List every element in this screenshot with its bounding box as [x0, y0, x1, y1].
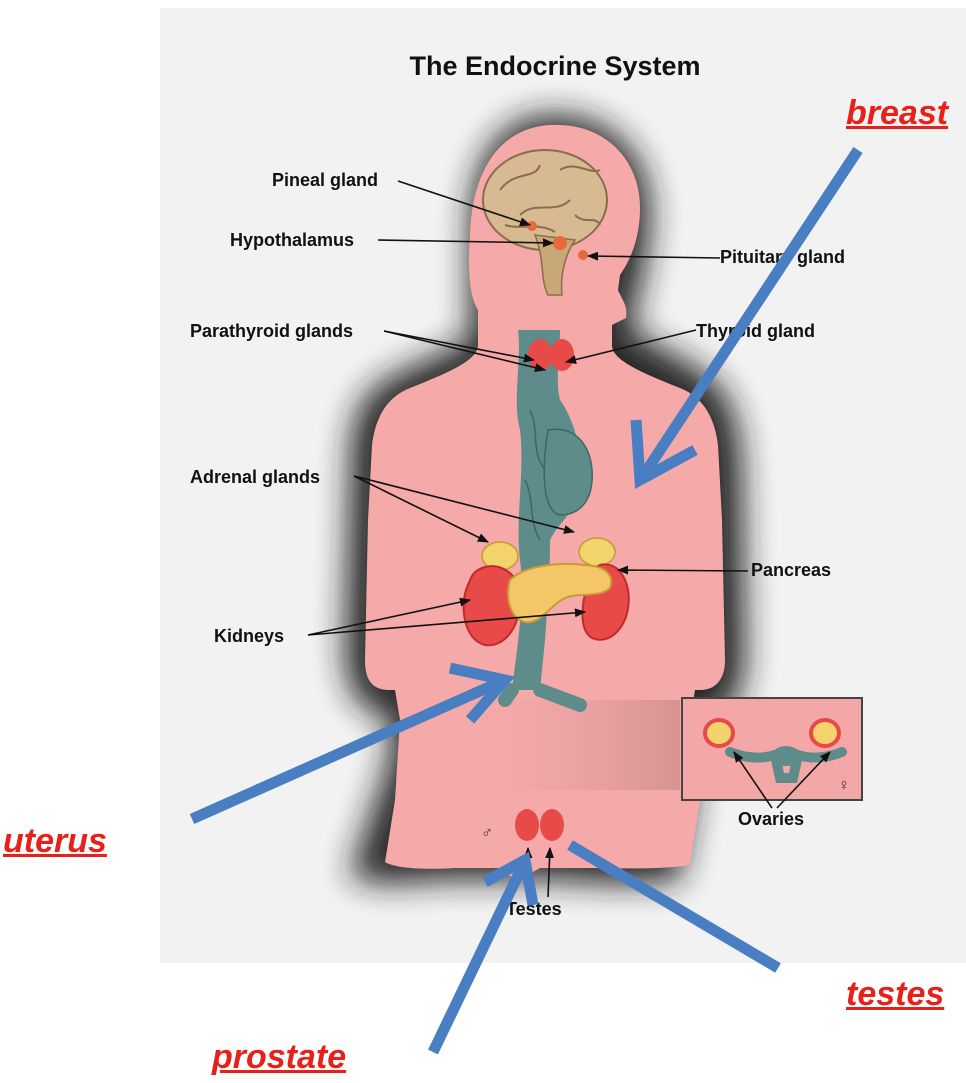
kidneys-label: Kidneys [214, 626, 284, 646]
breast-arrow [636, 150, 858, 480]
uterus-annotation: uterus [3, 824, 107, 858]
breast-annotation: breast [846, 96, 948, 130]
prostate-arrow [433, 860, 533, 1052]
adrenal-right [579, 538, 615, 566]
pineal-gland-label: Pineal gland [272, 170, 378, 190]
testes-annotation: testes [846, 977, 944, 1011]
female-symbol: ♀ [838, 777, 850, 794]
pancreas-label: Pancreas [751, 560, 831, 580]
pituitary-gland-shape [578, 250, 588, 260]
pineal-gland-shape [527, 221, 537, 231]
thyroid-gland-label: Thyroid gland [696, 321, 815, 341]
hypothalamus-label: Hypothalamus [230, 230, 354, 250]
male-symbol: ♂ [481, 825, 493, 842]
adrenal-glands-label: Adrenal glands [190, 467, 320, 487]
ovary-inset [682, 698, 862, 800]
parathyroid-glands-label: Parathyroid glands [190, 321, 353, 341]
prostate-annotation: prostate [212, 1040, 346, 1074]
pelvis-shading [480, 700, 680, 790]
hypothalamus-shape [553, 236, 567, 250]
ovaries-label: Ovaries [738, 809, 804, 829]
diagram-title: The Endocrine System [409, 51, 700, 81]
